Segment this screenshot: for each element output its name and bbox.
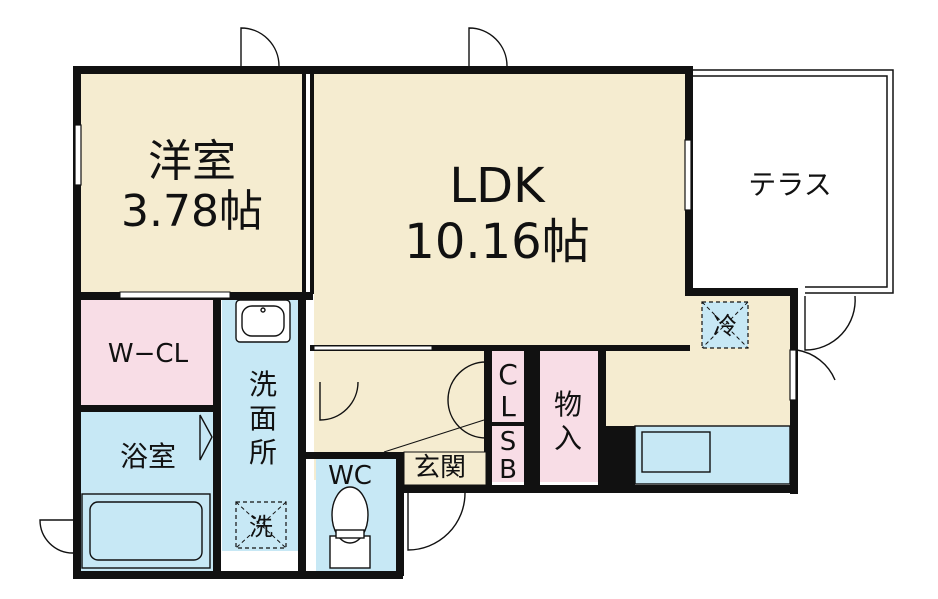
wc-name: WC	[328, 461, 372, 491]
ldk-sliding-door	[313, 345, 433, 351]
closet-char-2: L	[500, 390, 516, 423]
wcl-name: W−CL	[108, 339, 189, 369]
washbasin	[235, 299, 291, 343]
toilet	[329, 486, 371, 569]
fridge-label: 冷	[713, 312, 737, 340]
terrace-floor	[693, 73, 893, 293]
kitchen-counter	[634, 425, 791, 485]
windows	[74, 124, 797, 401]
terrace-name: テラス	[748, 168, 831, 201]
ldk-name: LDK	[449, 158, 546, 214]
washer-label: 洗	[249, 513, 273, 541]
bath-name: 浴室	[120, 440, 176, 473]
closet-floor	[490, 350, 526, 482]
shoebox-char-2: B	[499, 455, 517, 485]
western-room-door-gap	[119, 291, 231, 299]
entrance-step	[403, 451, 487, 486]
washroom-char-2: 面	[249, 402, 277, 435]
shoebox-char-1: S	[500, 427, 517, 457]
bathtub	[81, 493, 211, 569]
ldk-size: 10.16帖	[404, 214, 589, 270]
terrace-outline	[687, 69, 894, 294]
western-room-name: 洋室	[148, 136, 236, 187]
entrance-line	[383, 419, 485, 453]
washroom-char-3: 所	[249, 436, 277, 469]
storage-char-1: 物	[554, 388, 582, 421]
entrance-name: 玄関	[414, 453, 466, 483]
western-room-size: 3.78帖	[121, 186, 263, 237]
storage-char-2: 入	[554, 422, 582, 455]
storage-floor	[538, 350, 600, 482]
doors	[39, 27, 856, 554]
western-room-floor	[80, 73, 302, 293]
washroom-char-1: 洗	[249, 368, 277, 401]
closet-char-1: C	[498, 358, 518, 391]
kitchen-floor	[605, 296, 791, 426]
washer-symbol	[235, 501, 287, 549]
fridge-symbol	[701, 301, 749, 349]
wcl-floor	[80, 300, 215, 406]
